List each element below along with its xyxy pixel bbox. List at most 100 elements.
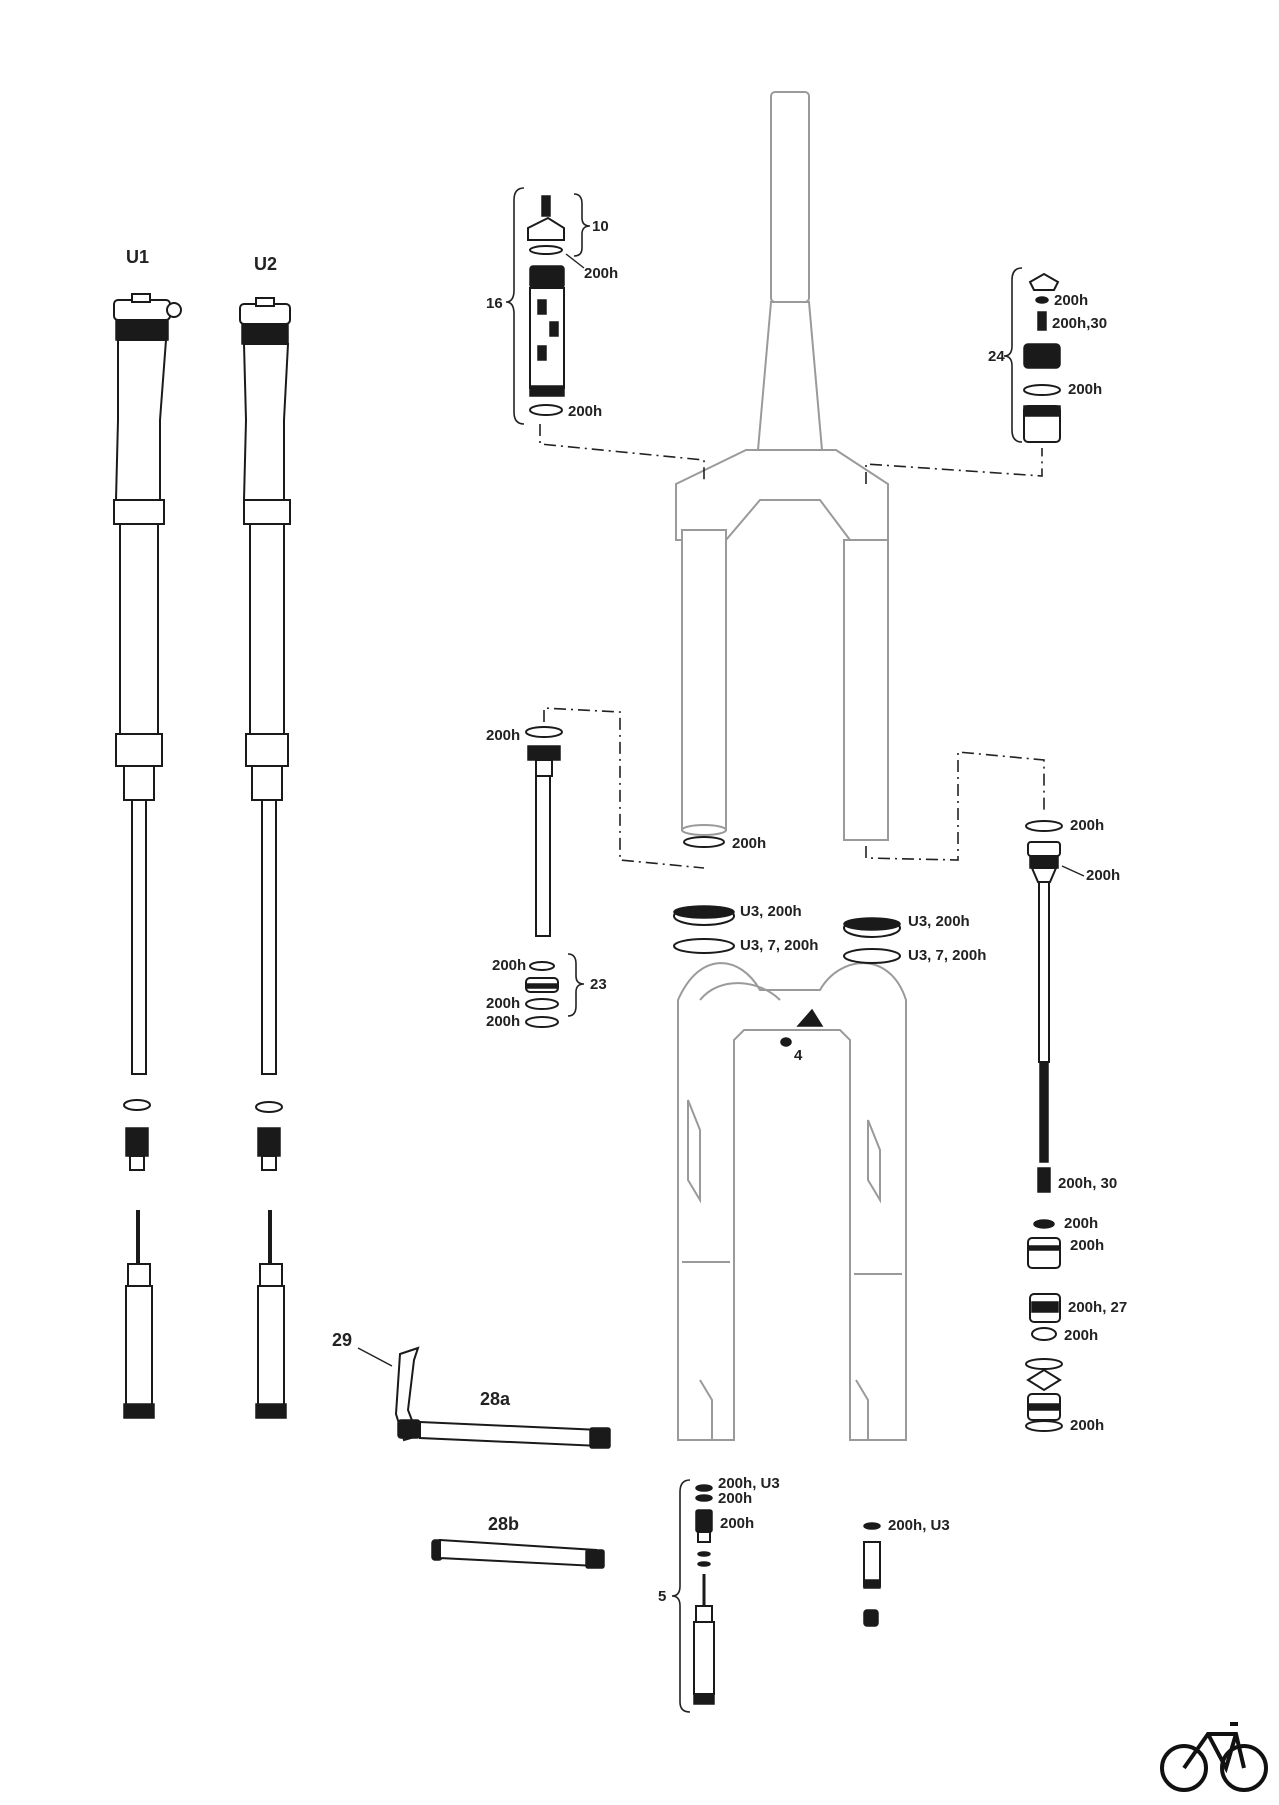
lead-cap-oring [565,253,585,269]
foot-cart-head [695,1605,713,1623]
stanchion-bottom-oring [683,836,725,848]
label-16: 16 [486,295,503,312]
right-dropout [855,1379,869,1440]
foot-nut [695,1509,713,1533]
left-stanchion [681,529,727,831]
label-24: 24 [988,348,1005,365]
u1-body [114,339,168,501]
left-stanchion-end [681,824,727,836]
callout-stanchion-bottom: 200h [732,835,766,852]
callout-air-valve: 200h,30 [1052,315,1107,332]
air-head-band [1029,855,1059,869]
u2-bolt [257,1127,281,1157]
kit-washer-band [525,983,559,989]
logo-wheel-front [1220,1744,1268,1792]
u1-cart-head [127,1263,151,1287]
damper-lower-oring [529,404,563,416]
damper-cap-group: 16 10 200h 200h [486,187,618,425]
callout-air-cap-oring: 200h [1068,381,1102,398]
callout-kit-2: 200h [486,995,520,1012]
seal-head [527,745,561,761]
u2-shaft [261,799,277,1075]
callout-air-top-oring: 200h [1054,292,1088,309]
foot-ring-2 [695,1494,713,1502]
lead-air-head [1061,865,1085,877]
right-foot-ring [863,1522,881,1530]
air-part-2-band [1027,1245,1061,1251]
u1-tube [119,523,159,735]
u1-foot-nut [123,765,155,801]
callout-damper-lower-oring: 200h [568,403,602,420]
air-cap-nut-top [1023,405,1061,417]
cage-slot-1 [537,299,547,315]
air-head-top [1027,841,1061,857]
right-leg-detail [867,1119,881,1204]
brace-5 [671,1479,691,1713]
callout-air-rod-valve: 200h, 30 [1058,1175,1117,1192]
upper-fork [675,91,889,841]
callout-left-wiper: U3, 7, 200h [740,937,818,954]
callout-foot-1: 200h, U3 [718,1475,780,1492]
air-head-taper [1030,867,1058,883]
steerer-taper [756,301,824,451]
u2-collar [243,499,291,525]
seal-head-oring [525,726,563,738]
kit-ring-2 [525,998,559,1010]
air-valve-core [1037,311,1047,331]
cage-slot-2 [549,321,559,337]
axle-a [419,1420,601,1448]
kit-ring-1 [529,961,555,971]
seal-set: U3, 200h U3, 7, 200h U3, 200h U3, 7, 200… [673,903,986,964]
u2-lower-collar [245,733,289,767]
callout-damper-cap-oring: 200h [584,265,618,282]
u2-bolt-tip [261,1155,277,1171]
foot-cart-end [693,1693,715,1705]
left-seal-lip [673,905,735,919]
u1-bolt [125,1127,149,1157]
air-cap-oring [1023,384,1061,396]
label-10: 10 [592,218,609,235]
callout-foot-3: 200h [720,1515,754,1532]
axle-group: 29 28a 28b [332,1330,611,1569]
air-shaft-group: 200h 200h 200h, 30 200h 200h 200h, 27 20… [1025,817,1127,1434]
air-top-oring [1035,296,1049,304]
brace-23 [567,953,585,1017]
air-ring-a [1025,1358,1063,1370]
label-u1: U1 [126,247,149,267]
label-28a: 28a [480,1389,511,1409]
foot-ring-1 [695,1484,713,1492]
u1-collar [113,499,165,525]
callout-kit-1: 200h [492,957,526,974]
u2-cart-body [257,1285,285,1413]
air-ring-b [1026,1368,1062,1392]
air-cap-body [1023,343,1061,369]
callout-air-part-1: 200h [1064,1215,1098,1232]
bicycle-logo-icon [1160,1722,1268,1792]
right-foot-nut [863,1609,879,1627]
callout-kit-3: 200h [486,1013,520,1030]
lower-fork: 4 [677,962,907,1441]
u2-knob [255,297,275,307]
right-wiper [843,948,901,964]
foot-clip-2 [697,1561,711,1567]
callout-air-part-3: 200h [1064,1327,1098,1344]
callout-air-part-2: 200h [1070,1237,1104,1254]
callout-air-top-ring: 200h [1070,817,1104,834]
callout-air-piston: 200h, 27 [1068,1299,1127,1316]
callout-right-wiper: U3, 7, 200h [908,947,986,964]
damper-u1: U1 [113,247,182,1419]
air-bottom-ring [1025,1420,1063,1432]
foot-clip-1 [697,1551,711,1557]
u1-lever [166,302,182,318]
callout-air-bottom: 200h [1070,1417,1104,1434]
damper-u2: U2 [239,254,291,1419]
u1-cart-body [125,1285,153,1413]
right-stanchion [843,539,889,841]
dash-air-cap [865,448,1043,484]
spring-rod-group: 200h 200h [486,726,766,937]
callout-right-foot: 200h, U3 [888,1517,950,1534]
arch-line [699,982,781,1001]
u2-tube [249,523,285,735]
brace-24 [1003,267,1023,443]
